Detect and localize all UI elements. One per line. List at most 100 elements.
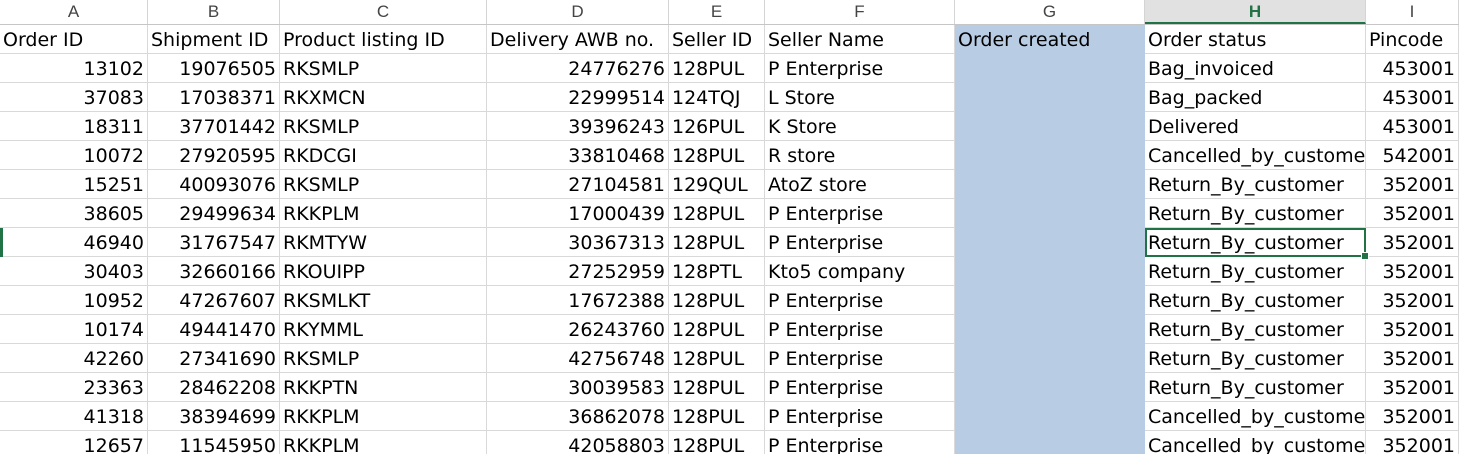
header-cell[interactable]: Order created	[955, 25, 1145, 54]
table-cell[interactable]: RKKPLM	[280, 402, 487, 431]
table-cell[interactable]: 13102	[0, 54, 148, 83]
table-cell[interactable]: 352001	[1366, 170, 1459, 199]
table-cell[interactable]: 27104581	[487, 170, 669, 199]
table-cell[interactable]: 124TQJ	[669, 83, 765, 112]
table-cell[interactable]: 37701442	[148, 112, 280, 141]
table-cell[interactable]: 32660166	[148, 257, 280, 286]
table-cell[interactable]: 453001	[1366, 112, 1459, 141]
table-cell[interactable]	[955, 112, 1145, 141]
header-cell[interactable]: Delivery AWB no.	[487, 25, 669, 54]
table-cell[interactable]: 352001	[1366, 286, 1459, 315]
column-header-a[interactable]: A	[0, 0, 148, 24]
table-cell[interactable]: RKSMLKT	[280, 286, 487, 315]
table-cell[interactable]: 24776276	[487, 54, 669, 83]
table-cell[interactable]	[955, 315, 1145, 344]
table-cell[interactable]: P Enterprise	[765, 402, 955, 431]
table-cell[interactable]: 40093076	[148, 170, 280, 199]
table-cell[interactable]: P Enterprise	[765, 315, 955, 344]
table-cell[interactable]: 453001	[1366, 54, 1459, 83]
table-cell[interactable]: P Enterprise	[765, 54, 955, 83]
table-cell[interactable]	[955, 344, 1145, 373]
table-cell[interactable]: 23363	[0, 373, 148, 402]
header-cell[interactable]: Product listing ID	[280, 25, 487, 54]
table-cell[interactable]: 17672388	[487, 286, 669, 315]
table-cell[interactable]: RKSMLP	[280, 54, 487, 83]
table-cell[interactable]: 42058803	[487, 431, 669, 454]
table-cell[interactable]: P Enterprise	[765, 286, 955, 315]
table-cell[interactable]: 12657	[0, 431, 148, 454]
table-cell[interactable]: Cancelled_by_customer	[1145, 431, 1366, 454]
table-cell[interactable]: Return_By_customer	[1145, 257, 1366, 286]
table-cell[interactable]: 352001	[1366, 257, 1459, 286]
table-cell[interactable]: 28462208	[148, 373, 280, 402]
fill-handle[interactable]	[1361, 252, 1369, 260]
table-cell[interactable]: 352001	[1366, 315, 1459, 344]
table-cell[interactable]: 36862078	[487, 402, 669, 431]
table-cell[interactable]: 49441470	[148, 315, 280, 344]
table-cell[interactable]: 352001	[1366, 344, 1459, 373]
table-cell[interactable]: 128PUL	[669, 373, 765, 402]
table-cell[interactable]: RKSMLP	[280, 112, 487, 141]
table-cell[interactable]: 22999514	[487, 83, 669, 112]
table-cell[interactable]: Cancelled_by_customer	[1145, 141, 1366, 170]
table-cell[interactable]: RKYMML	[280, 315, 487, 344]
table-cell[interactable]: 42260	[0, 344, 148, 373]
table-cell[interactable]: RKOUIPP	[280, 257, 487, 286]
table-cell[interactable]: 10174	[0, 315, 148, 344]
table-cell[interactable]: 128PUL	[669, 54, 765, 83]
table-cell[interactable]: P Enterprise	[765, 431, 955, 454]
table-cell[interactable]: Return_By_customer	[1145, 373, 1366, 402]
table-cell[interactable]: RKSMLP	[280, 170, 487, 199]
table-cell[interactable]: 126PUL	[669, 112, 765, 141]
table-cell[interactable]	[955, 141, 1145, 170]
table-cell[interactable]	[955, 257, 1145, 286]
table-cell[interactable]: 39396243	[487, 112, 669, 141]
table-cell[interactable]: 33810468	[487, 141, 669, 170]
header-cell[interactable]: Shipment ID	[148, 25, 280, 54]
column-header-b[interactable]: B	[148, 0, 280, 24]
table-cell[interactable]: AtoZ store	[765, 170, 955, 199]
header-cell[interactable]: Pincode	[1366, 25, 1459, 54]
table-cell[interactable]: Return_By_customer	[1145, 344, 1366, 373]
table-cell[interactable]: 27252959	[487, 257, 669, 286]
table-cell[interactable]: 41318	[0, 402, 148, 431]
table-cell[interactable]: 26243760	[487, 315, 669, 344]
table-cell[interactable]: P Enterprise	[765, 228, 955, 257]
table-cell[interactable]: 542001	[1366, 141, 1459, 170]
table-cell[interactable]: 129QUL	[669, 170, 765, 199]
table-cell[interactable]: 128PUL	[669, 228, 765, 257]
column-header-e[interactable]: E	[669, 0, 765, 24]
header-cell[interactable]: Seller Name	[765, 25, 955, 54]
table-cell[interactable]: 352001	[1366, 228, 1459, 257]
table-cell[interactable]: R store	[765, 141, 955, 170]
table-cell[interactable]: RKXMCN	[280, 83, 487, 112]
table-cell[interactable]: 27341690	[148, 344, 280, 373]
table-cell[interactable]: 19076505	[148, 54, 280, 83]
table-cell[interactable]	[955, 373, 1145, 402]
table-cell[interactable]: Return_By_customer	[1145, 170, 1366, 199]
table-cell[interactable]: Return_By_customer	[1145, 286, 1366, 315]
table-cell[interactable]: 17038371	[148, 83, 280, 112]
table-cell[interactable]: P Enterprise	[765, 199, 955, 228]
table-cell[interactable]: 37083	[0, 83, 148, 112]
table-cell[interactable]	[955, 402, 1145, 431]
table-cell[interactable]: Cancelled_by_customer	[1145, 402, 1366, 431]
table-cell[interactable]: 42756748	[487, 344, 669, 373]
table-cell[interactable]: 17000439	[487, 199, 669, 228]
table-cell[interactable]: 15251	[0, 170, 148, 199]
table-cell[interactable]: 352001	[1366, 431, 1459, 454]
table-cell[interactable]: 128PUL	[669, 344, 765, 373]
table-cell[interactable]: 128PUL	[669, 315, 765, 344]
table-cell[interactable]: 128PTL	[669, 257, 765, 286]
table-cell[interactable]: 352001	[1366, 199, 1459, 228]
table-cell[interactable]: 30403	[0, 257, 148, 286]
table-cell[interactable]: 30367313	[487, 228, 669, 257]
table-cell[interactable]	[955, 431, 1145, 454]
table-cell[interactable]: 47267607	[148, 286, 280, 315]
table-cell[interactable]: RKKPLM	[280, 199, 487, 228]
table-cell[interactable]: Delivered	[1145, 112, 1366, 141]
table-cell[interactable]: 128PUL	[669, 431, 765, 454]
table-cell[interactable]: 18311	[0, 112, 148, 141]
table-cell[interactable]	[955, 83, 1145, 112]
table-cell[interactable]: L Store	[765, 83, 955, 112]
